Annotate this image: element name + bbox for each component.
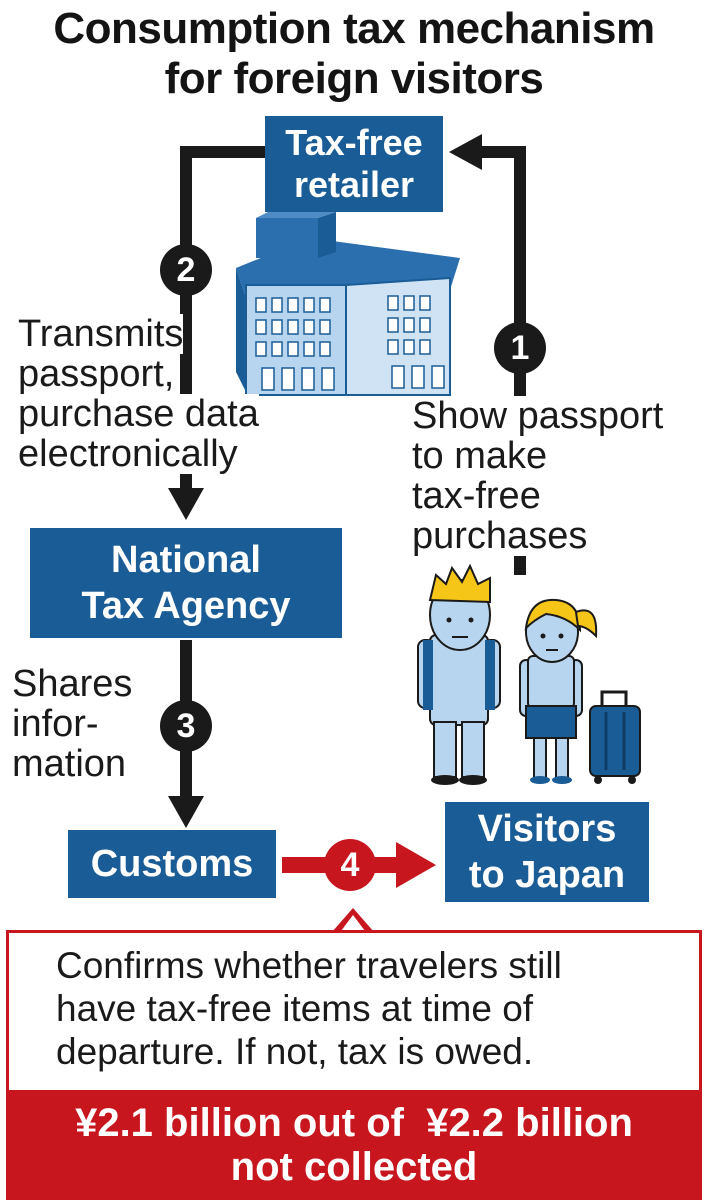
nta-line-2: Tax Agency [81,585,291,627]
suitcase-icon [589,690,641,784]
step-1-line-1: Show passport [412,395,664,437]
callout-line-3: departure. If not, tax is owed. [56,1031,534,1072]
man-figure [417,563,501,785]
step-3-line-3: mation [12,743,127,785]
title-line-1: Consumption tax mechanism [53,4,655,53]
woman-figure [519,598,598,784]
visitors-line-1: Visitors [477,808,617,850]
nta-line-1: National [111,539,261,581]
step-3-label: Shares infor- mation [12,664,162,784]
step-1-line-4: purchases [412,515,588,557]
diagram-title: Consumption tax mechanism for foreign vi… [0,4,708,104]
visitors-line-2: to Japan [468,854,626,896]
retailer-box: Tax-free retailer [265,116,443,212]
step-1-line-3: tax-free [412,475,541,517]
arrow-step-2-head [168,488,204,520]
visitors-box: Visitors to Japan [445,802,649,902]
step-1-label: Show passport to make tax-free purchases [412,396,702,556]
step-2-line-2: passport, [18,353,175,395]
step-1-badge: 1 [494,322,546,374]
step-2-line-1: Transmits [18,313,184,355]
national-tax-agency-box: National Tax Agency [30,528,342,638]
step-2-badge: 2 [160,244,212,296]
customs-box: Customs [68,830,276,898]
travelers-icon [417,563,641,785]
building-icon [236,208,460,396]
title-line-2: for foreign visitors [164,54,544,103]
step-4-badge: 4 [324,839,376,891]
callout-line-2: have tax-free items at time of [56,988,534,1029]
arrow-step-3-head [168,796,204,828]
uncollected-banner: ¥2.1 billion out of ¥2.2 billion not col… [6,1090,702,1200]
retailer-line-2: retailer [293,164,415,205]
step-3-badge: 3 [160,700,212,752]
step-2-line-4: electronically [18,433,238,475]
step-2-line-3: purchase data [18,393,259,435]
arrow-step-1-head [449,134,482,170]
customs-label: Customs [90,843,254,885]
step-3-line-2: infor- [12,703,99,745]
retailer-line-1: Tax-free [285,122,423,163]
step-3-line-1: Shares [12,663,133,705]
callout-line-1: Confirms whether travelers still [56,945,562,986]
arrow-step-2 [180,146,265,492]
banner-line-2: not collected [230,1145,478,1189]
banner-line-1: ¥2.1 billion out of ¥2.2 billion [75,1101,633,1145]
arrow-step-4-head [396,842,436,888]
callout-text: Confirms whether travelers still have ta… [56,944,686,1073]
step-2-label: Transmits passport, purchase data electr… [18,314,318,474]
step-1-line-2: to make [412,435,548,477]
